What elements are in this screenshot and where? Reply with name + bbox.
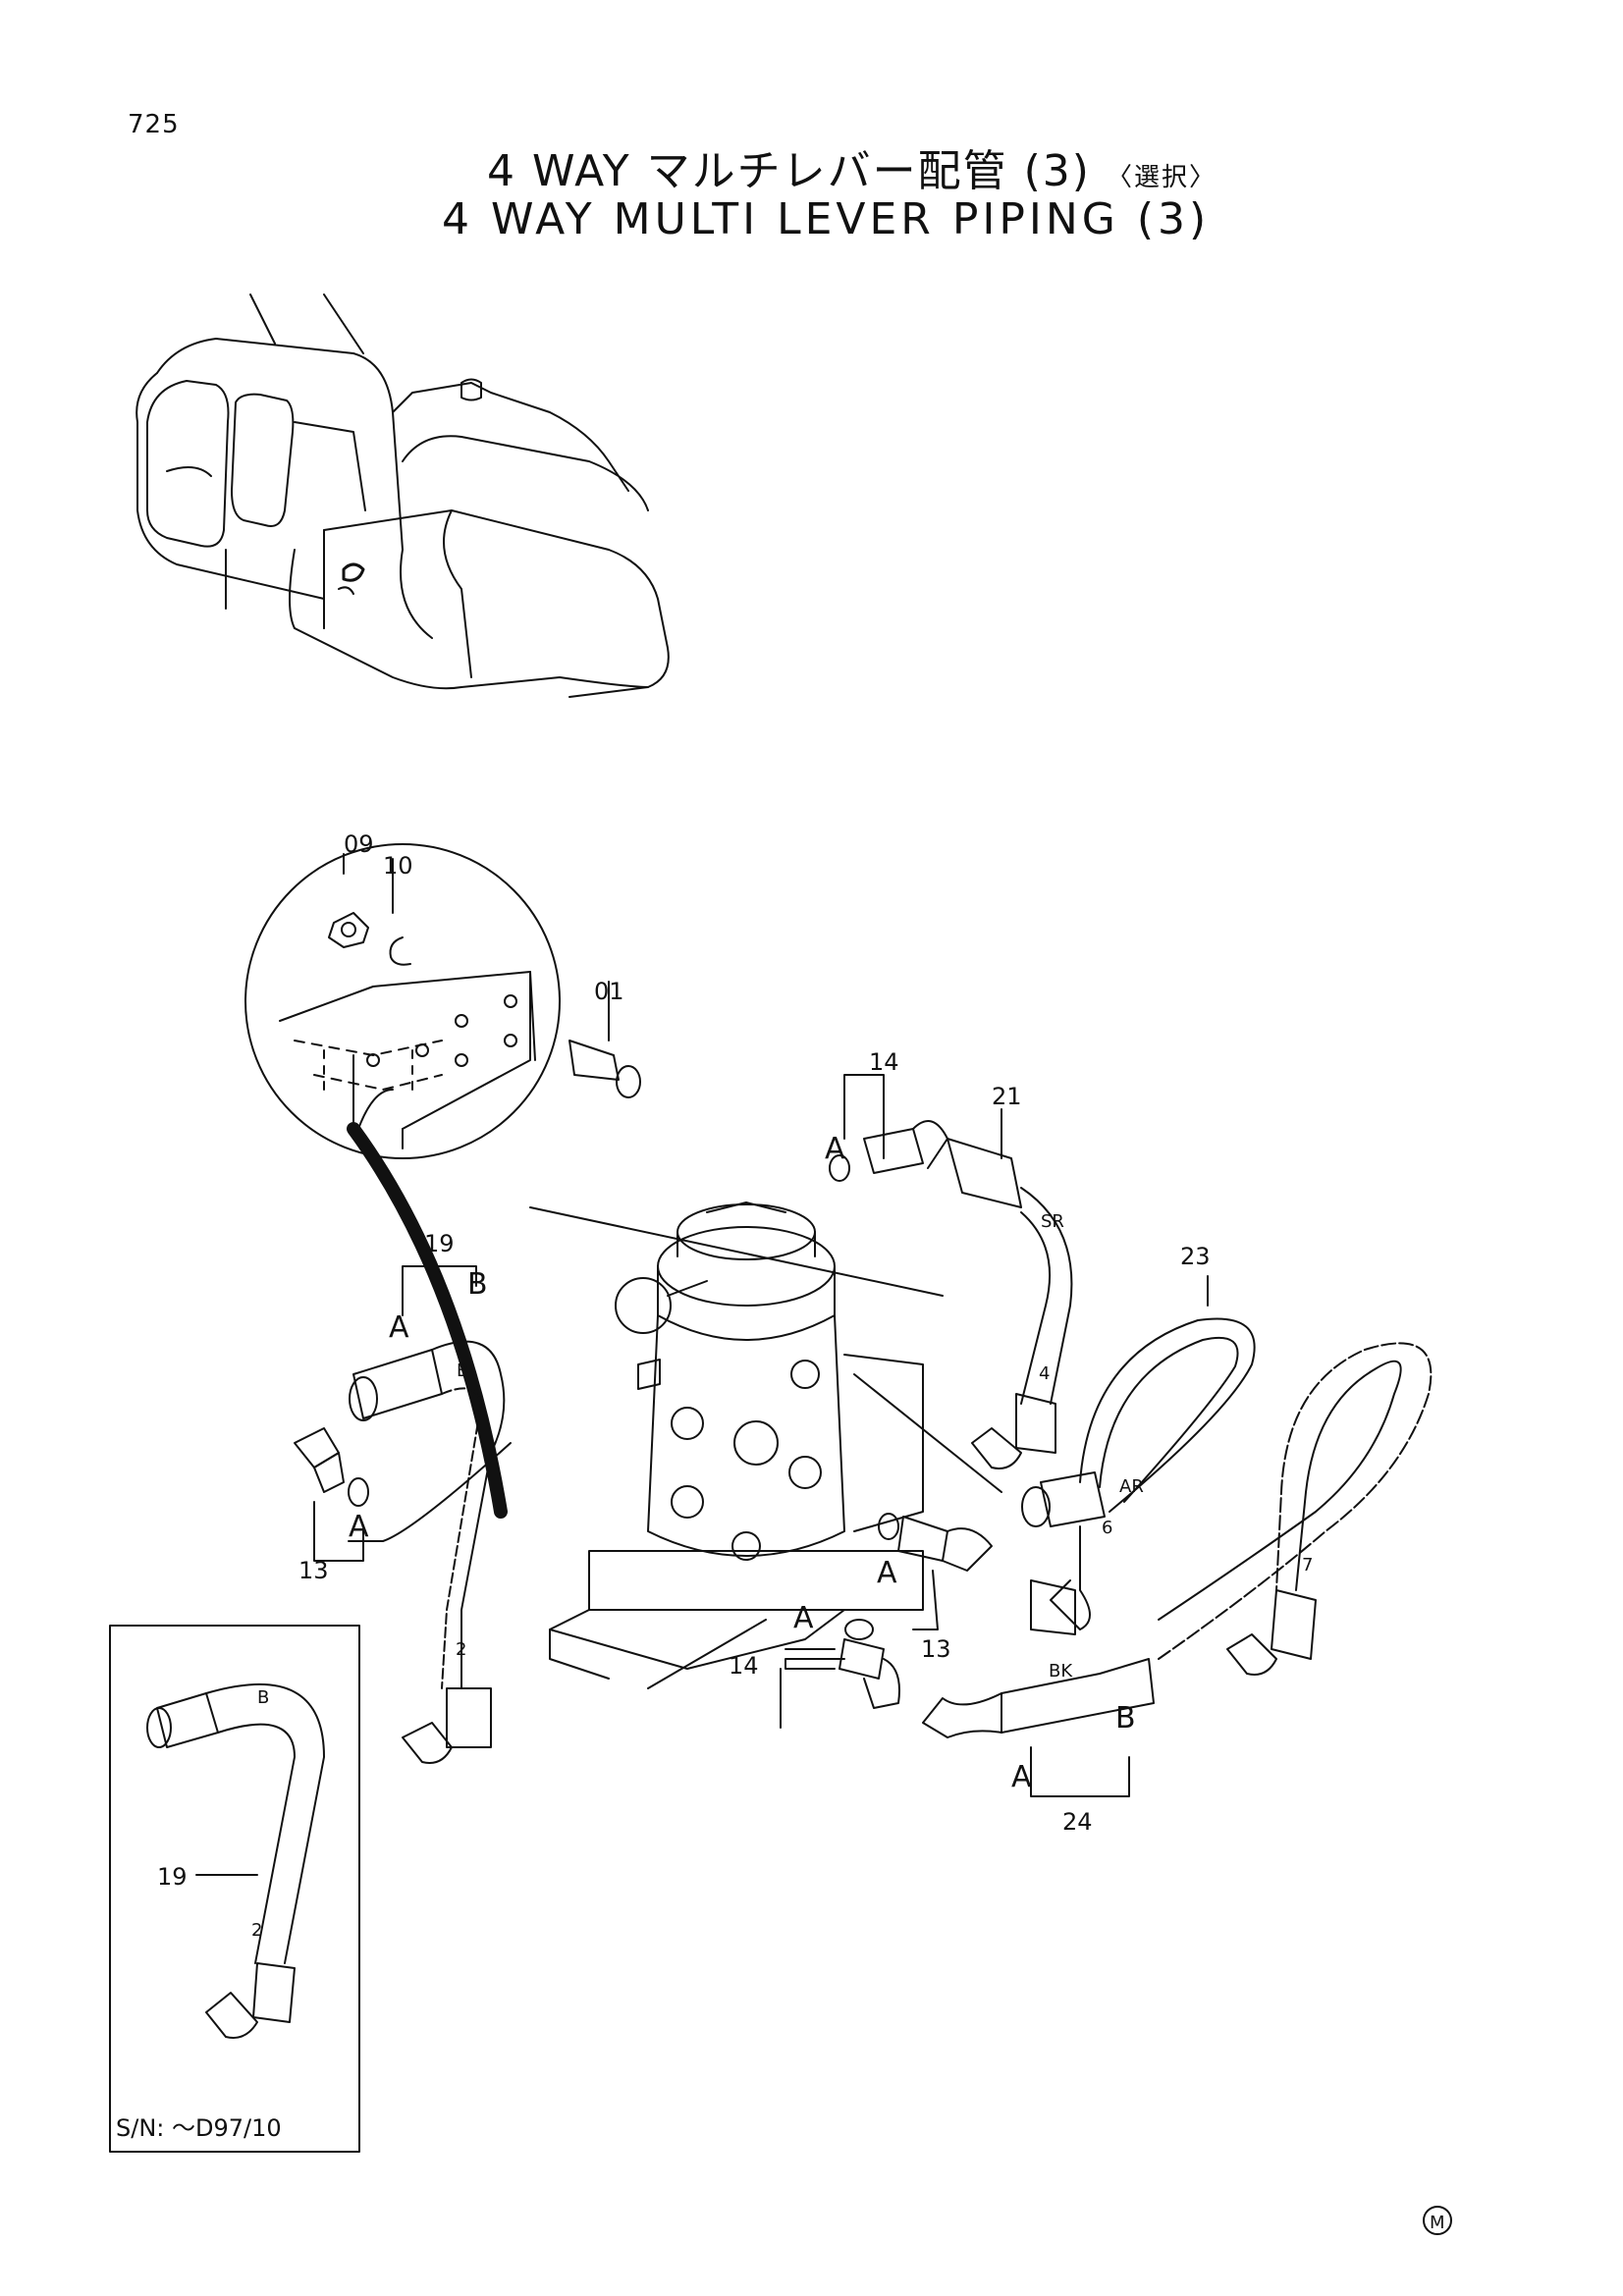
title-japanese-suffix: 〈選択〉 bbox=[1106, 163, 1217, 192]
page-number: 725 bbox=[128, 110, 180, 139]
title-japanese-main: 4 WAY マルチレバー配管 (3) bbox=[487, 146, 1091, 196]
hose-mark-b-19: B bbox=[457, 1361, 468, 1381]
hose-mark-ar: AR bbox=[1119, 1476, 1144, 1497]
hose-mark-7: 7 bbox=[1302, 1555, 1313, 1575]
serial-number-note: S/N: ～D97/10 bbox=[116, 2114, 282, 2142]
port-label-a-19: A bbox=[389, 1310, 409, 1345]
callout-10: 10 bbox=[383, 852, 413, 880]
serial-inset-box bbox=[109, 1625, 360, 2153]
hose-mark-4: 4 bbox=[1039, 1363, 1050, 1384]
callout-01: 01 bbox=[594, 978, 624, 1005]
hose-23-ar bbox=[1021, 1275, 1256, 1635]
title-english: 4 WAY MULTI LEVER PIPING (3) bbox=[442, 194, 1211, 244]
fitting-14-bottom bbox=[780, 1619, 900, 1729]
callout-19-inset: 19 bbox=[157, 1863, 188, 1891]
callout-14-bottom: 14 bbox=[729, 1652, 759, 1680]
port-label-a-24: A bbox=[1011, 1760, 1032, 1794]
port-label-a-13-middle: A bbox=[877, 1556, 897, 1590]
callout-09: 09 bbox=[344, 830, 374, 858]
hose-mark-bk: BK bbox=[1049, 1661, 1073, 1682]
hose-mark-labels: SR AR BK B B 4 6 7 2 2 bbox=[251, 1211, 1313, 1941]
port-letter-labels: A B A A A A A B bbox=[349, 1132, 1136, 1794]
fitting-14-top bbox=[829, 1074, 948, 1182]
callout-14-top: 14 bbox=[869, 1048, 899, 1076]
hose-19-left bbox=[349, 1265, 506, 1764]
hose-21-sr bbox=[947, 1108, 1073, 1469]
excavator-overview-illustration bbox=[135, 294, 670, 698]
multi-lever-valve-assembly bbox=[529, 1201, 1002, 1689]
hose-mark-2: 2 bbox=[456, 1639, 466, 1660]
fitting-13-middle bbox=[878, 1513, 993, 1630]
port-label-a-14-top: A bbox=[825, 1132, 845, 1166]
fitting-13-left bbox=[294, 1427, 512, 1562]
callout-19: 19 bbox=[424, 1230, 455, 1257]
hose-mark-2-inset: 2 bbox=[251, 1920, 262, 1941]
port-label-b-24: B bbox=[1115, 1701, 1136, 1735]
callout-23: 23 bbox=[1180, 1243, 1211, 1270]
footer-mark-letter: M bbox=[1430, 2213, 1445, 2233]
hose-mark-sr: SR bbox=[1041, 1211, 1064, 1232]
callout-24: 24 bbox=[1062, 1808, 1093, 1836]
hose-24-bk bbox=[922, 1342, 1433, 1797]
footer-mark: M bbox=[1423, 2206, 1452, 2235]
callout-labels: 09 10 01 14 21 23 19 13 13 14 24 19 bbox=[157, 830, 1211, 1891]
callout-21: 21 bbox=[992, 1083, 1022, 1110]
port-label-a-13-left: A bbox=[349, 1510, 369, 1544]
title-japanese: 4 WAY マルチレバー配管 (3) 〈選択〉 bbox=[487, 135, 1217, 198]
port-label-b-19: B bbox=[467, 1267, 488, 1302]
port-label-a-14-bottom: A bbox=[793, 1601, 814, 1635]
magnified-detail-circle bbox=[244, 843, 641, 1519]
hose-mark-b-inset: B bbox=[257, 1687, 269, 1708]
callout-13-left: 13 bbox=[298, 1557, 329, 1584]
hose-mark-6: 6 bbox=[1102, 1518, 1112, 1538]
callout-13-middle: 13 bbox=[921, 1635, 951, 1663]
